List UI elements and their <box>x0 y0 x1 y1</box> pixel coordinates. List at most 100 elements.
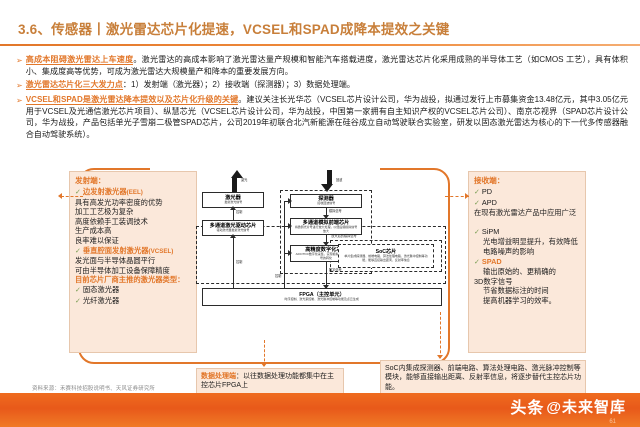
edge-label-digital: 数字信号 <box>329 268 342 272</box>
bullet-marker-icon: ➢ <box>16 56 23 65</box>
bullet-highlight-2: 激光雷达芯片化三大发力点 <box>25 80 123 91</box>
emit-arrow-label: 激光 <box>241 178 248 182</box>
check-icon: ✓ <box>75 286 81 294</box>
emit-arrow-shaft <box>231 178 237 192</box>
receiver-panel-heading: 接收端： <box>474 176 505 185</box>
brand-handle: @未来智库 <box>546 398 626 416</box>
receiver-spacer <box>474 218 580 227</box>
conn-afe-adc-arrow <box>323 242 329 246</box>
emitter-line-6: 发光面与半导体晶圆平行 <box>75 256 156 266</box>
receiver-apd-label: APD <box>481 197 497 207</box>
conn-data-note <box>264 340 265 366</box>
edge-label-analog: 模拟信号 <box>329 209 342 213</box>
receiver-item-apd: ✓APD <box>474 198 580 209</box>
edge-label-control-3: 控制 <box>275 274 282 278</box>
source-note: 资料来源：禾赛科技招股说明书、天风证券研究所 <box>32 386 155 392</box>
check-icon: ✓ <box>474 189 480 196</box>
conn-afe-adc <box>326 235 327 245</box>
conn-detector-afe-arrow <box>323 215 329 219</box>
bullet-marker-icon: ➢ <box>16 96 23 106</box>
conn-emitter-panel-arrow <box>58 193 62 199</box>
bullet-text-2: 激光雷达芯片化三大发力点：1）发射端（激光器）；2）接收端（探测器）；3）数据处… <box>25 79 628 91</box>
receiver-panel: 接收端： ✓PD ✓APD 在现有激光雷达产品中应用广泛 ✓SiPM 光电增益明… <box>468 171 586 353</box>
emitter-item-vcsel: ✓垂直腔面发射激光器(VCSEL) <box>75 246 191 257</box>
check-icon: ✓ <box>474 258 480 266</box>
receiver-spad-desc-1: 输出原始的、更精确的 <box>483 267 556 277</box>
emitter-fiber-label: 光纤激光器 <box>82 295 120 305</box>
emitter-line-3: 高度依赖手工装调技术 <box>75 216 148 226</box>
brand-watermark: 头条 @未来智库 <box>510 394 626 418</box>
footer-bar: 头条 @未来智库 61 <box>0 393 640 427</box>
bullet-body-1: 。激光雷达的高成本影响了激光雷达量产规模和智能汽车搭载进度，激光雷达芯片化采用成… <box>25 55 628 76</box>
conn-laser-driver-arrow <box>230 206 236 210</box>
page-number: 61 <box>609 419 616 425</box>
bullet-item-3: ➢ VCSEL和SPAD是激光雷达降本提效以及芯片化升级的关键。建议关注长光华芯… <box>16 94 628 140</box>
bullet-body-2: ：1）发射端（激光器）；2）接收端（探测器）；3）数据处理端。 <box>122 80 355 90</box>
emitter-solid-label: 固态激光器 <box>82 284 120 294</box>
box-soc-subtitle: 单片集成探测器、前端电路、算法处理电路、激光脉冲控制等功能，能够直接输出距离、反… <box>344 254 428 262</box>
conn-data-note-arrow <box>261 363 267 367</box>
data-note-body: ：以往数据处理功能都集中在主控芯片FPGA上 <box>201 373 334 390</box>
box-afe-subtitle: 将微弱光片号进行放大处理，以便后级模拟信号放大 <box>294 224 358 233</box>
box-detector-subtitle: 接收回波信号 <box>317 201 335 206</box>
receiver-pd-label: PD <box>481 187 493 196</box>
emitter-subheading: 目前芯片厂商主推的激光器类型： <box>75 275 185 285</box>
receiver-item-sipm: ✓SiPM <box>474 227 580 238</box>
data-note-text: 数据处理端：以往数据处理功能都集中在主控芯片FPGA上 <box>201 372 339 391</box>
receiver-spad-desc-3: 节省数据标注的时间 <box>483 286 549 296</box>
page-title: 3.6、传感器丨激光雷达芯片化提速，VCSEL和SPAD成降本提效之关键 <box>18 22 450 37</box>
conn-bus-detector-arrow <box>288 198 292 204</box>
edge-label-control-1: 控制 <box>236 210 243 214</box>
return-arrow-icon <box>321 184 333 192</box>
bullet-list: ➢ 高成本阻碍激光雷达上车速度。激光雷达的高成本影响了激光雷达量产规模和智能汽车… <box>16 54 628 143</box>
edge-label-amp: 放大后的模拟信号 <box>331 234 357 238</box>
bullet-marker-icon: ➢ <box>16 81 23 91</box>
box-adc-title: 高精度数字化芯片 <box>305 246 347 253</box>
emitter-line-1: 具有高发光功率密度的优势 <box>75 197 163 207</box>
bullet-text-1: 高成本阻碍激光雷达上车速度。激光雷达的高成本影响了激光雷达量产规模和智能汽车搭载… <box>25 54 628 77</box>
conn-adc-fpga <box>326 262 327 288</box>
conn-bus-adc-arrow <box>288 250 292 256</box>
receiver-spad-label: SPAD <box>481 256 502 266</box>
bullet-body-3: 。建议关注长光华芯（VCSEL芯片设计公司，华为战投，拟通过发行上市募集资金13… <box>25 95 628 139</box>
title-divider <box>0 44 640 46</box>
bullet-item-1: ➢ 高成本阻碍激光雷达上车速度。激光雷达的高成本影响了激光雷达量产规模和智能汽车… <box>16 54 628 77</box>
frame-top-gap <box>150 160 380 176</box>
box-fpga-subtitle: 时序控制、激光束控制、激光脉冲控制等功能及点云生成 <box>284 297 360 302</box>
emitter-line-7: 可由半导体加工设备保障精度 <box>75 265 170 275</box>
soc-note-text: SoC内集成探测器、前端电路、算法处理电路、激光脉冲控制等模块，能够直接输出距离… <box>385 365 581 391</box>
conn-bus-to-detector <box>284 201 290 202</box>
receiver-spad-desc-4: 提高机器学习的效率。 <box>483 295 556 305</box>
bullet-text-3: VCSEL和SPAD是激光雷达降本提效以及芯片化升级的关键。建议关注长光华芯（V… <box>25 94 628 140</box>
conn-fpga-receiver-bus <box>284 201 285 288</box>
data-note-highlight: 数据处理端 <box>201 373 236 380</box>
soc-note: SoC内集成探测器、前端电路、算法处理电路、激光脉冲控制等模块，能够直接输出距离… <box>380 360 586 396</box>
check-icon: ✓ <box>474 228 480 236</box>
check-icon: ✓ <box>75 189 81 196</box>
conn-receiver-panel-arrow <box>465 193 469 199</box>
emitter-line-5: 良率难以保证 <box>75 235 119 245</box>
emitter-vcsel-abbr: (VCSEL) <box>148 247 174 255</box>
box-fpga-title: FPGA（主控单元） <box>299 292 345 299</box>
box-laser-subtitle: 发射激光信号 <box>224 200 242 205</box>
receiver-sipm-label: SiPM <box>481 226 500 236</box>
emitter-line-2: 加工工艺极为复杂 <box>75 207 134 217</box>
return-arrow-shaft <box>326 170 332 184</box>
conn-fpga-driver <box>233 236 234 288</box>
emitter-panel: 发射端： ✓边发射激光器(EEL) 具有高发光功率密度的优势 加工工艺极为复杂 … <box>69 171 197 353</box>
box-laser-title: 激光器 <box>225 195 241 202</box>
conn-bus-afe-arrow <box>288 223 292 229</box>
bullet-item-2: ➢ 激光雷达芯片化三大发力点：1）发射端（激光器）；2）接收端（探测器）；3）数… <box>16 79 628 92</box>
emitter-panel-heading: 发射端： <box>75 176 106 185</box>
conn-bus-to-afe <box>284 226 290 227</box>
emitter-item-fiber: ✓光纤激光器 <box>75 296 191 307</box>
box-laser-driver-subtitle: 驱动激光器发射激光信号 <box>216 228 250 233</box>
conn-fpga-driver-arrow <box>230 234 236 238</box>
bullet-highlight-3: VCSEL和SPAD是激光雷达降本提效以及芯片化升级的关键 <box>25 95 239 106</box>
emitter-line-4: 生产成本高 <box>75 226 112 236</box>
emitter-item-solid: ✓固态激光器 <box>75 285 191 296</box>
check-icon: ✓ <box>75 297 81 305</box>
emitter-item-eel: ✓边发射激光器(EEL) <box>75 187 191 198</box>
return-arrow-label: 回波 <box>336 178 343 182</box>
check-icon: ✓ <box>474 199 480 207</box>
